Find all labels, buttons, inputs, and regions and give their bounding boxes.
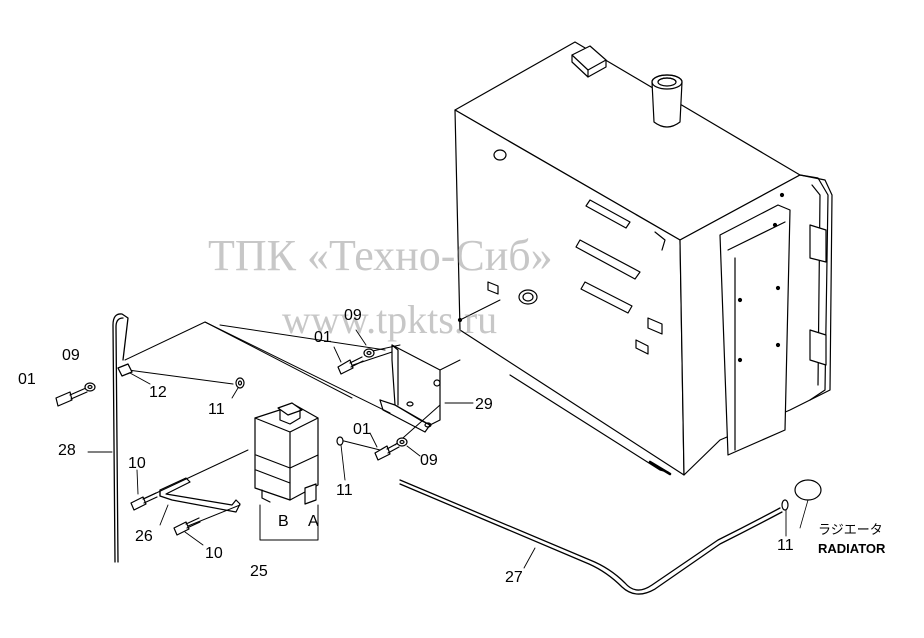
radiator-cap [781,479,822,529]
callout-12: 12 [149,384,167,401]
callout-01: 01 [18,371,36,388]
callout-29: 29 [475,396,493,413]
callout-10: 10 [128,455,146,472]
callout-09: 09 [62,347,80,364]
callout-26: 26 [135,528,153,545]
fasteners [55,348,408,536]
hose-27 [399,479,783,595]
callout-27: 27 [505,569,523,586]
hose-28 [112,313,133,563]
callout-b: B [278,513,289,530]
callout-28: 28 [58,442,76,459]
callout-11: 11 [777,537,794,554]
callout-10: 10 [205,545,223,562]
radiator-label-jp: ラジエータ [818,523,883,538]
callout-25: 25 [250,563,268,580]
callout-09: 09 [344,307,362,324]
radiator-assembly [454,41,833,476]
callout-01: 01 [353,421,371,438]
label-leaders [87,329,787,569]
bracket-29 [379,344,441,433]
watermark-title: ТПК «Техно-Сиб» [208,231,553,280]
callout-11: 11 [208,401,225,418]
bracket-26 [159,477,241,513]
radiator-label-en: RADIATOR [818,541,886,556]
callout-11: 11 [336,482,353,499]
watermark-url: www.tpkts.ru [282,297,498,342]
callout-01: 01 [314,329,332,346]
callout-a: A [308,513,319,530]
reservoir-tank-25 [254,402,319,505]
callout-09: 09 [420,452,438,469]
